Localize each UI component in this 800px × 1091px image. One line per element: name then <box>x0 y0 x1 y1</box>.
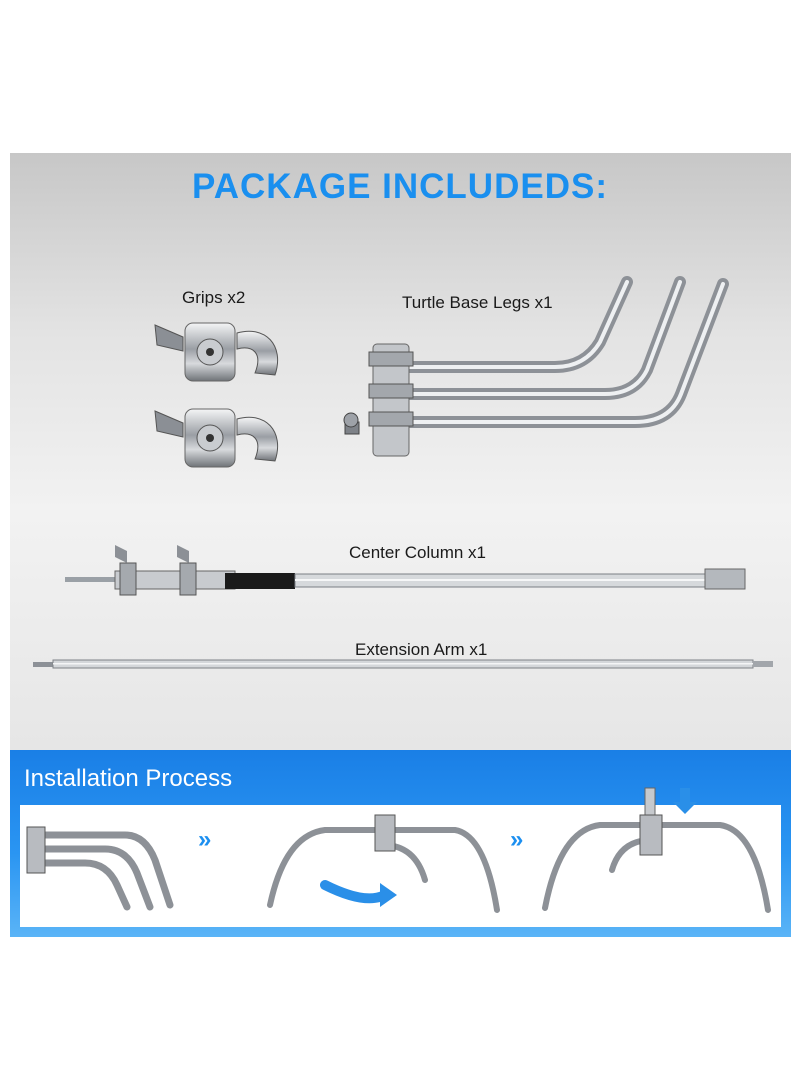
step1-folded-legs-icon <box>26 826 174 911</box>
installation-title: Installation Process <box>24 765 233 792</box>
step2-legs-opening-icon <box>267 814 500 913</box>
center-column-label: Center Column x1 <box>349 543 487 562</box>
center-column-illustration <box>65 545 746 596</box>
grip-heads-illustration <box>154 322 279 468</box>
extension-arm-label: Extension Arm x1 <box>355 640 488 659</box>
turtle-base-legs-illustration <box>343 276 729 457</box>
grips-label: Grips x2 <box>182 288 246 307</box>
step-arrow-2: » <box>510 826 524 853</box>
page-title: PACKAGE INCLUDEDS: <box>192 167 608 206</box>
step3-insert-column-icon <box>542 787 771 913</box>
extension-arm-illustration <box>33 659 773 669</box>
turtle-base-legs-label: Turtle Base Legs x1 <box>402 293 553 312</box>
step-arrow-1: » <box>198 826 212 853</box>
